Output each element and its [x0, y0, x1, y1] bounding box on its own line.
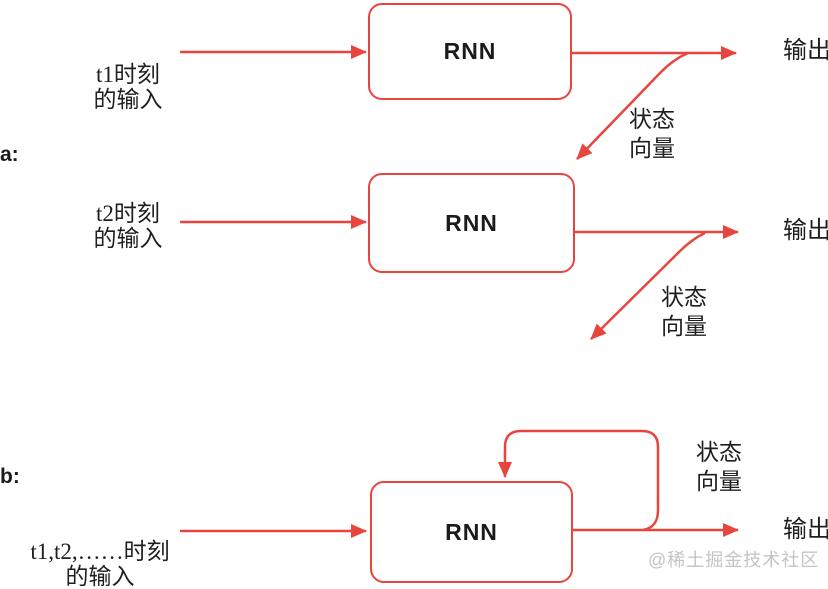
state-vector-label-a1-line1: 状态 [629, 107, 675, 132]
state-vector-label-a1: 状态 向量 [620, 105, 684, 163]
state-vector-label-a1-line2: 向量 [629, 136, 675, 161]
state-vector-label-a2-line2: 向量 [661, 314, 707, 339]
section-a-label: a: [0, 143, 19, 166]
rnn-box-b: RNN [370, 481, 573, 583]
input-label-b-line2: 的输入 [65, 564, 135, 589]
rnn-box-b-label: RNN [445, 518, 498, 545]
input-label-a2-line1: t2时刻 [96, 201, 160, 226]
rnn-box-a2: RNN [368, 173, 575, 273]
watermark-text: @稀土掘金技术社区 [648, 550, 820, 570]
input-label-a1-line1: t1时刻 [96, 62, 160, 87]
input-label-a1: t1时刻 的输入 [76, 62, 180, 112]
input-label-a2-line2: 的输入 [93, 226, 163, 251]
state-vector-label-a2: 状态 向量 [652, 283, 716, 341]
rnn-box-a1-label: RNN [443, 38, 497, 64]
state-vector-label-b-line2: 向量 [696, 469, 742, 494]
rnn-box-a1: RNN [368, 3, 572, 100]
input-label-a1-line2: 的输入 [93, 87, 163, 112]
output-label-a2: 输出 [783, 218, 828, 244]
section-b-label: b: [0, 465, 20, 488]
state-vector-label-b: 状态 向量 [687, 438, 751, 496]
output-label-a1: 输出 [783, 38, 828, 64]
output-label-b: 输出 [783, 517, 828, 543]
input-label-a2: t2时刻 的输入 [76, 201, 180, 251]
input-label-b-line1: t1,t2,……时刻 [30, 539, 170, 564]
state-vector-label-a2-line1: 状态 [661, 285, 707, 310]
rnn-box-a2-label: RNN [445, 209, 498, 236]
input-label-b: t1,t2,……时刻 的输入 [10, 539, 190, 589]
state-vector-label-b-line1: 状态 [696, 440, 742, 465]
